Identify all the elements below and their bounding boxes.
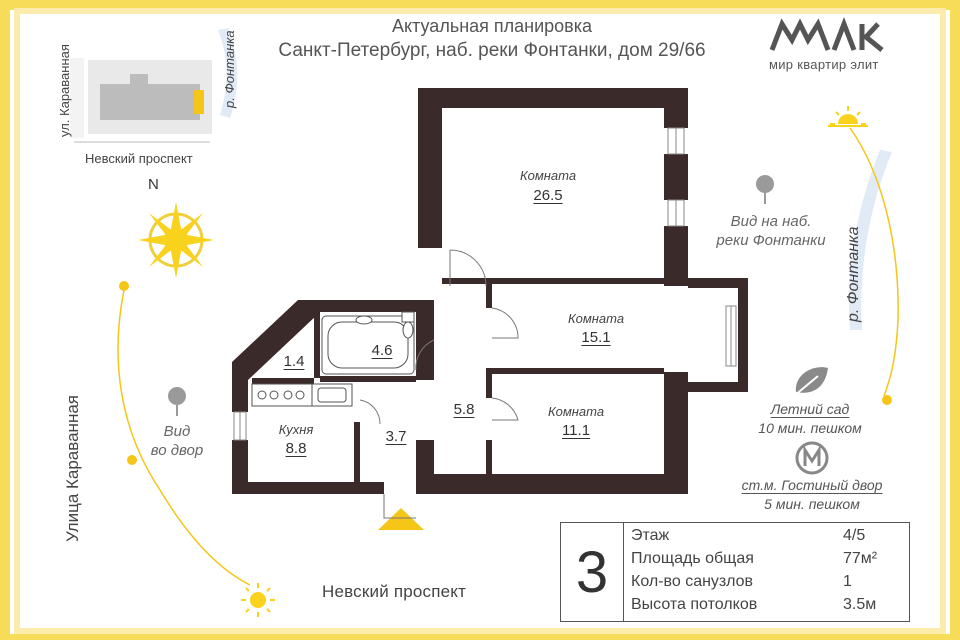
toilet-area: 1.4 [283,353,305,370]
info-row-bathrooms: Кол-во санузлов 1 [631,573,903,591]
mini-map-street-nevsky: Невский проспект [85,151,193,166]
room-26-label: Комната [519,168,577,183]
hall-area: 3.7 [385,428,407,445]
sun-path-left [117,289,251,586]
kitchen-area: 8.8 [285,440,307,457]
mini-map-street-karavannaya: ул. Караванная [57,44,72,137]
garden-name: Летний сад [770,401,850,417]
view-courtyard-label: Вид во двор [150,423,204,459]
info-area-value: 77м² [843,550,878,567]
room-15-label: Комната [567,311,625,326]
room-26-area: 26.5 [533,187,563,204]
sun-dot-2 [127,455,137,465]
view-embankment-label: Вид на наб. реки Фонтанки [716,213,826,249]
floor-plan [232,88,748,519]
bathroom-area: 4.6 [371,342,393,359]
rooms-count: 3 [561,523,624,621]
river-strip-top [218,28,238,118]
street-karavannaya-left: Улица Караванная [63,395,82,542]
info-floor-value: 4/5 [843,527,866,544]
metro-icon [795,441,829,475]
sun-icon-top-right [828,106,868,127]
river-fontanka-right: р. Фонтанка [845,226,862,322]
mini-map-river: р. Фонтанка [222,30,237,108]
info-ceiling-label: Высота потолков [631,596,758,613]
kitchen-label: Кухня [278,422,314,437]
info-row-area: Площадь общая 77м² [631,550,903,568]
info-row-floor: Этаж 4/5 [631,527,903,545]
info-bathrooms-label: Кол-во санузлов [631,573,753,590]
street-nevsky-bottom: Невский проспект [322,582,467,601]
compass-sun-icon [138,202,214,278]
room-11-label: Комната [547,404,605,419]
room-15-area: 15.1 [581,329,611,346]
corridor-area: 5.8 [453,401,475,418]
mini-map [70,58,212,143]
north-label: N [148,176,159,193]
address-title: Санкт-Петербург, наб. реки Фонтанки, дом… [278,40,706,61]
apartment-info-box: 3 Этаж 4/5 Площадь общая 77м² Кол-во сан… [560,522,910,622]
info-bathrooms-value: 1 [843,573,852,590]
sun-dot-3 [882,395,892,405]
metro-time: 5 мин. пешком [764,496,860,512]
info-ceiling-value: 3.5м [843,596,877,613]
info-row-ceiling: Высота потолков 3.5м [631,596,903,614]
room-11-area: 11.1 [561,422,591,439]
river-strip-right [849,150,892,330]
info-area-label: Площадь общая [631,550,754,567]
leaf-icon [793,367,828,397]
garden-time: 10 мин. пешком [758,420,862,436]
page-title: Актуальная планировка [391,16,593,36]
metro-name: ст.м. Гостиный двор [741,477,883,493]
garden-poi: Летний сад 10 мин. пешком [758,400,861,438]
sun-path-right [849,127,899,397]
info-floor-label: Этаж [631,527,670,544]
map-pin-icon-courtyard [168,387,186,416]
map-pin-icon-embankment [756,175,774,204]
sun-dot-1 [119,281,129,291]
sun-icon-bottom [241,583,275,617]
logo-text: мир квартир элит [769,57,879,72]
metro-poi: ст.м. Гостиный двор 5 мин. пешком [742,476,883,514]
entrance-marker [378,508,424,530]
